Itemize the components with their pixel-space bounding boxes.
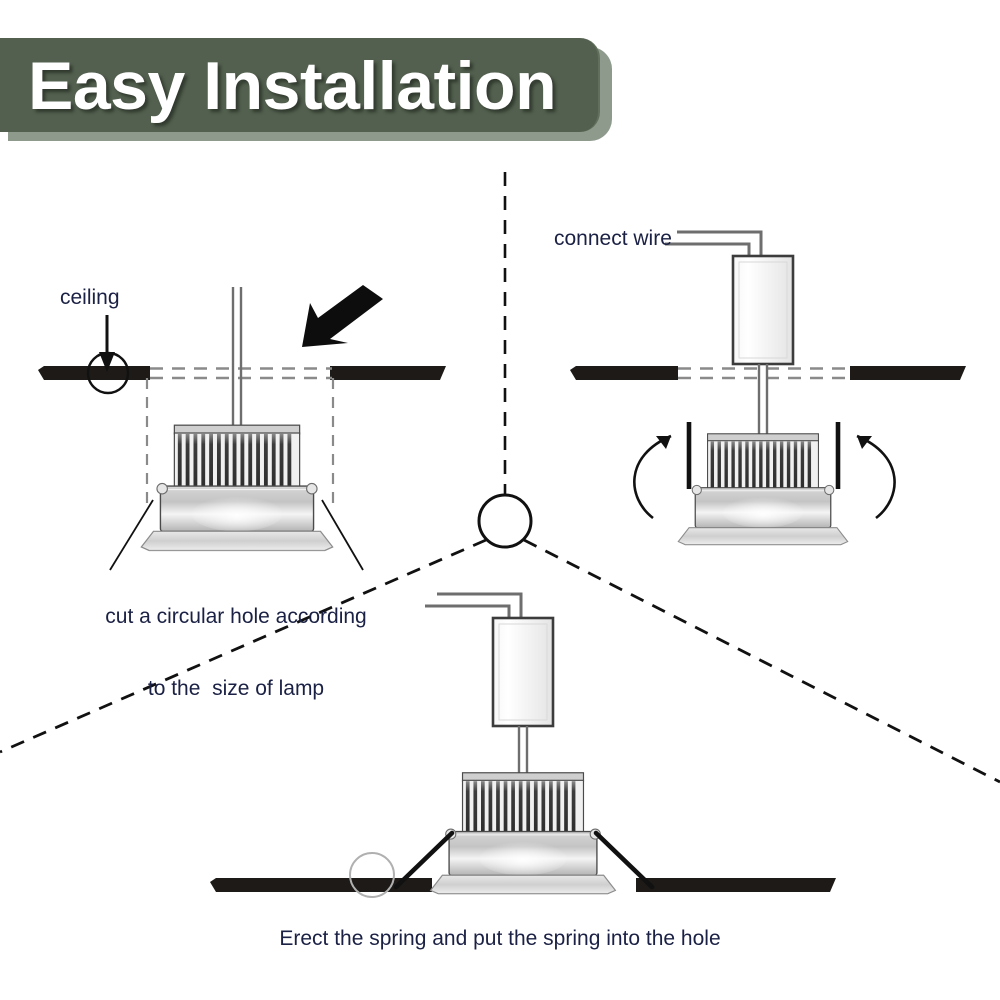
ceiling-slab-right-2 (850, 366, 966, 380)
rotate-arrow-left-head (656, 436, 671, 449)
downlight-lamp-step1 (140, 424, 334, 552)
ceiling-label: ceiling (60, 286, 120, 309)
ceiling-slab-left-3 (210, 878, 432, 892)
ceiling-slab-left (38, 366, 150, 380)
cut-hole-caption-line-1: cut a circular hole according (105, 605, 367, 628)
downlight-lamp-step3 (429, 772, 617, 895)
connect-wire-label: connect wire (554, 227, 672, 250)
led-driver-box-step2 (663, 230, 795, 366)
connector-hub-circle (477, 493, 533, 549)
caption-leader-lines (109, 499, 364, 571)
hole-outline-dashes (145, 378, 335, 508)
spring-left-clamped (393, 830, 455, 890)
rotate-arrow-left (633, 434, 672, 520)
ceiling-slab-right (330, 366, 446, 380)
step-1-cut-hole-diagram (38, 285, 446, 571)
connector-line-down-left (0, 538, 487, 754)
cut-hole-caption: cut a circular hole according to the siz… (96, 557, 376, 749)
cut-hole-caption-line-2: to the size of lamp (147, 677, 325, 700)
downlight-lamp-step2 (677, 433, 849, 546)
ceiling-slab-left-2 (570, 366, 678, 380)
install-direction-arrow (302, 285, 383, 347)
bottom-caption: Erect the spring and put the spring into… (279, 927, 721, 950)
led-driver-box-step3 (423, 592, 555, 728)
step-2-connect-wire-diagram (570, 230, 966, 546)
ceiling-hole-dashes-2 (678, 367, 852, 380)
banner-title: Easy Installation (28, 48, 557, 124)
connector-line-down-right (523, 538, 1000, 784)
banner: Easy Installation (0, 38, 612, 141)
ceiling-slab-right-3 (636, 878, 836, 892)
rotate-arrow-right (856, 434, 896, 520)
rotate-arrow-right-head (857, 436, 872, 449)
banner-body (0, 38, 600, 132)
hole-marker-circle-step3 (349, 852, 395, 898)
step-3-spring-into-hole-diagram (210, 592, 836, 898)
connector-hub-group (0, 172, 1000, 784)
spring-right-clamped (593, 830, 655, 890)
ceiling-pointer-arrow (99, 315, 115, 372)
